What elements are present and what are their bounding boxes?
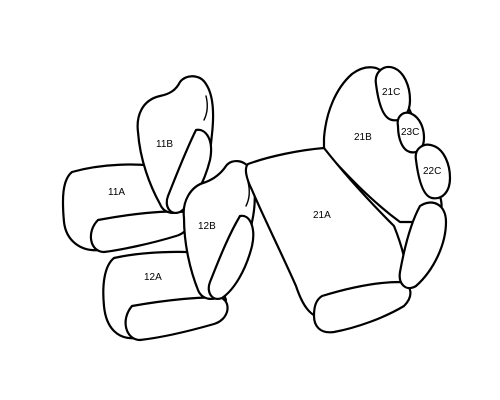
part-21A-front-bolster bbox=[312, 280, 412, 334]
label-11A: 11A bbox=[108, 187, 125, 198]
label-21B: 21B bbox=[354, 132, 372, 143]
part-11B-side-bolster bbox=[165, 128, 213, 214]
seat-11: 11A 11B bbox=[61, 75, 215, 254]
seat-12: 12A 12B bbox=[102, 160, 256, 342]
part-12A-bolster bbox=[124, 296, 229, 342]
part-21-side-bolster bbox=[398, 201, 448, 290]
label-21A: 21A bbox=[313, 210, 331, 221]
part-22C-headrest bbox=[414, 143, 452, 200]
part-11A-bolster bbox=[89, 210, 191, 254]
seat-21: 21A 21B 21C 23C 22C bbox=[244, 65, 452, 334]
part-12B-side-bolster bbox=[207, 214, 255, 300]
part-21C-headrest bbox=[374, 65, 412, 122]
part-23C-headrest bbox=[396, 111, 426, 154]
part-11B-seam bbox=[203, 95, 209, 121]
label-22C: 22C bbox=[423, 166, 441, 177]
label-23C: 23C bbox=[401, 127, 419, 138]
label-12A: 12A bbox=[144, 272, 162, 283]
label-11B: 11B bbox=[156, 139, 173, 150]
label-12B: 12B bbox=[198, 221, 216, 232]
label-21C: 21C bbox=[382, 87, 400, 98]
